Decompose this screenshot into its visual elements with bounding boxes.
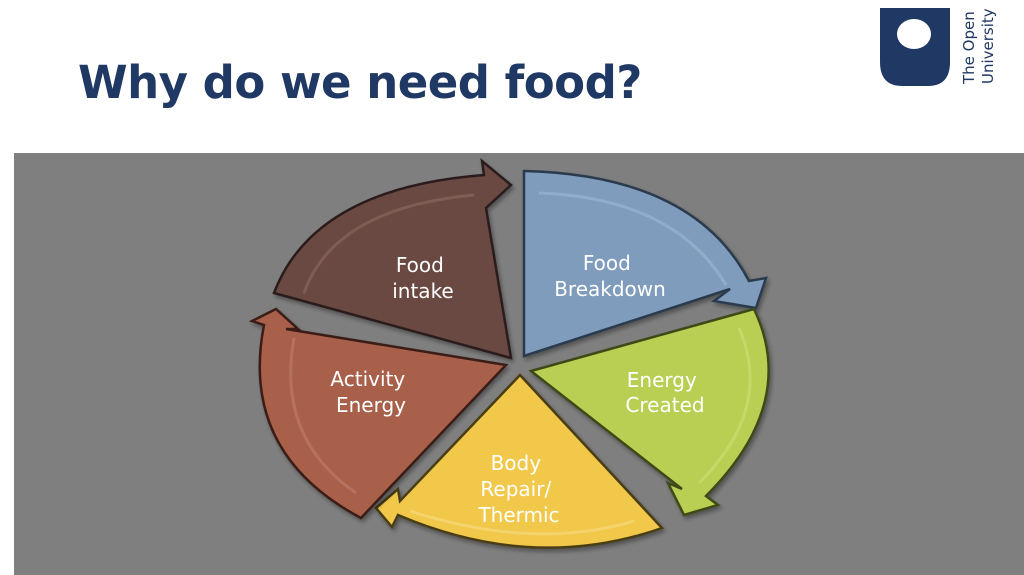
- segment-food-breakdown: [522, 169, 768, 358]
- label-food-intake: Food intake: [392, 253, 454, 303]
- label-activity-energy-line1: Activity: [330, 367, 405, 391]
- label-food-intake-line1: Food: [396, 253, 444, 277]
- label-body-repair-line2: Repair/: [480, 477, 551, 501]
- label-food-breakdown: Food Breakdown: [554, 251, 666, 301]
- label-body-repair-line3: Thermic: [477, 503, 559, 527]
- label-body-repair: Body Repair/ Thermic: [477, 451, 559, 527]
- slide-title: Why do we need food?: [78, 56, 642, 109]
- segment-energy-created: [528, 307, 770, 517]
- label-energy-created-line2: Created: [625, 393, 704, 417]
- segment-activity-energy: [248, 307, 509, 520]
- label-food-breakdown-line1: Food: [583, 251, 631, 275]
- label-activity-energy-line2: Energy: [336, 393, 406, 417]
- logo-line-1: The Open: [960, 11, 978, 84]
- label-energy-created: Energy Created: [625, 368, 704, 417]
- label-food-breakdown-line2: Breakdown: [554, 277, 666, 301]
- label-activity-energy: Activity Energy: [330, 367, 411, 417]
- segment-body-repair: [374, 373, 665, 549]
- label-body-repair-line1: Body: [491, 451, 542, 475]
- label-energy-created-line1: Energy: [627, 368, 697, 392]
- label-food-intake-line2: intake: [392, 279, 454, 303]
- logo-circle: [897, 19, 931, 49]
- open-university-logo: [880, 8, 950, 86]
- logo-wordmark: The Open University: [960, 8, 997, 84]
- cycle-diagram: Food intake Food Breakdown Energy Create…: [248, 157, 770, 549]
- logo-line-2: University: [979, 8, 997, 84]
- segment-food-intake: [272, 157, 513, 360]
- diagram-panel: Food intake Food Breakdown Energy Create…: [14, 153, 1024, 575]
